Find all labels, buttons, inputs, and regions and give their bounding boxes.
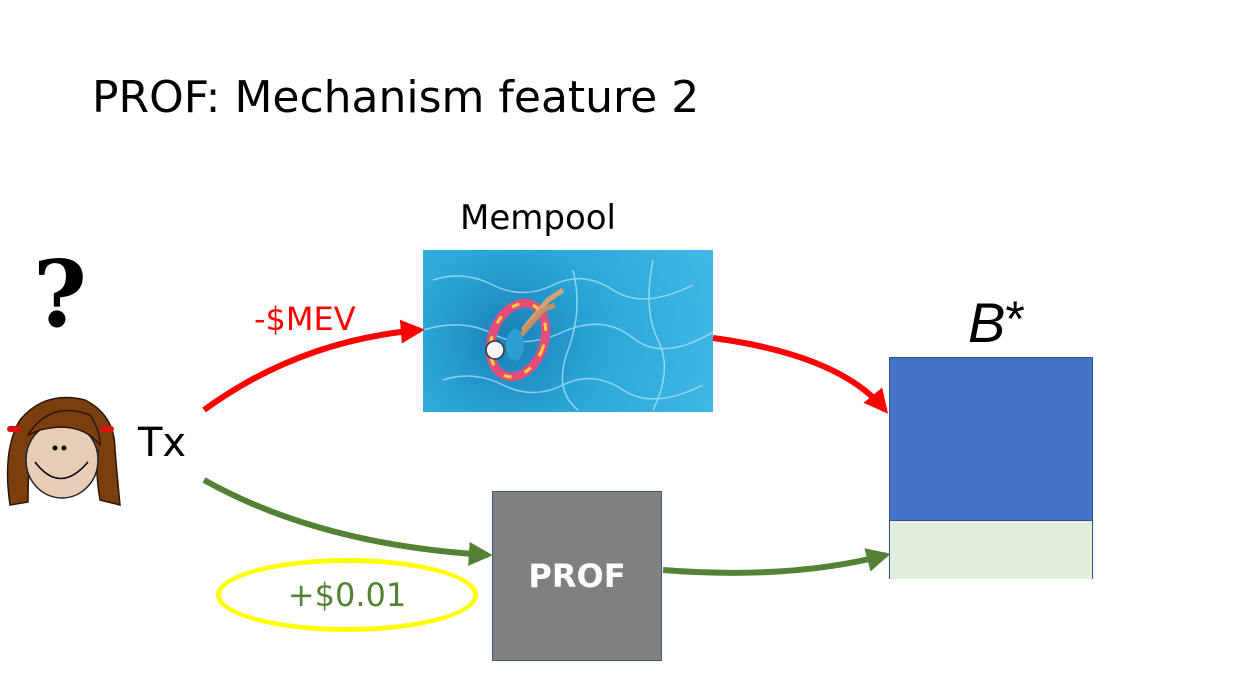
block-mev-section	[890, 358, 1092, 520]
mev-cost-label: -$MEV	[254, 300, 356, 338]
tx-to-mempool-arrow	[202, 319, 425, 413]
question-mark: ?	[33, 240, 87, 348]
block-b-star	[889, 357, 1093, 579]
mempool-label: Mempool	[460, 198, 617, 238]
prof-label: PROF	[528, 557, 626, 595]
block-label: B*	[968, 290, 1025, 355]
mempool-pool-image	[423, 250, 713, 412]
fee-highlight-ellipse: +$0.01	[216, 558, 478, 632]
fee-label: +$0.01	[287, 576, 407, 614]
tx-to-prof-arrow	[202, 477, 493, 566]
prof-box: PROF	[492, 491, 662, 661]
pool-swimmer-illustration	[423, 259, 713, 411]
prof-to-block-arrow	[662, 548, 891, 576]
block-label-letter: B	[968, 291, 1006, 354]
tx-label: Tx	[138, 420, 187, 466]
block-label-star: *	[1005, 291, 1025, 347]
slide-title: PROF: Mechanism feature 2	[92, 72, 700, 123]
user-girl-avatar-icon	[6, 396, 121, 506]
block-prof-section	[890, 520, 1092, 579]
mempool-to-block-arrow	[712, 335, 889, 414]
